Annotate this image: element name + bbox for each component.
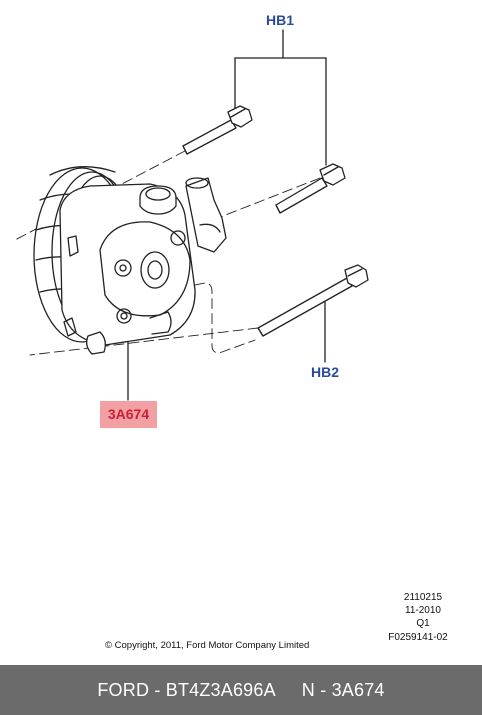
callout-hb2: HB2	[311, 364, 340, 380]
bolt-hb1-lower	[275, 163, 346, 214]
part-callout-3a674[interactable]: 3A674	[100, 401, 157, 428]
bolt-hb2-long	[257, 264, 369, 337]
pump-exploded-diagram	[14, 29, 369, 401]
meta-code-3: Q1	[416, 618, 430, 629]
meta-code-4: F0259141-02	[388, 632, 448, 643]
callout-hb1: HB1	[266, 12, 295, 28]
footer-reference: N - 3A674	[301, 679, 385, 700]
hb1-leader-lines	[234, 29, 327, 166]
footer-part-number: FORD - BT4Z3A696A	[97, 679, 276, 700]
footer-bar: FORD - BT4Z3A696A N - 3A674	[0, 665, 482, 715]
bolt-hb1-upper	[182, 105, 253, 155]
meta-code-1: 2110215	[403, 592, 443, 603]
copyright-notice: © Copyright, 2011, Ford Motor Company Li…	[105, 640, 310, 651]
pump-body	[59, 177, 227, 355]
meta-code-2: 11-2010	[405, 605, 441, 616]
